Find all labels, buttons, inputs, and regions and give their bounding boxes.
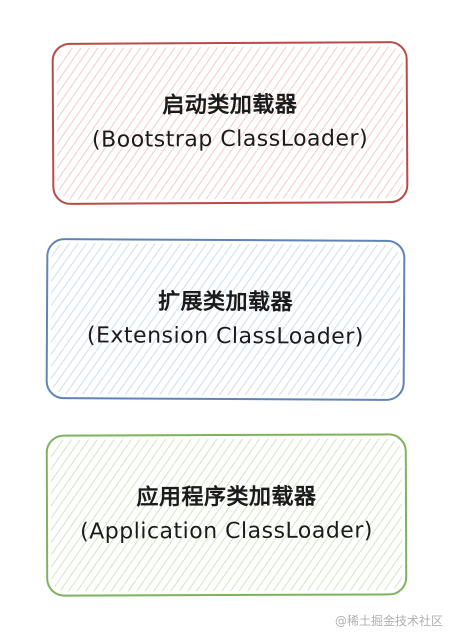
extension-classloader-box: 扩展类加载器 (Extension ClassLoader)	[45, 238, 406, 401]
box-subtitle: (Application ClassLoader)	[80, 518, 374, 545]
box-subtitle: (Bootstrap ClassLoader)	[91, 126, 369, 153]
application-classloader-box: 应用程序类加载器 (Application ClassLoader)	[45, 433, 408, 597]
box-title: 应用程序类加载器	[136, 484, 317, 511]
box-title: 扩展类加载器	[158, 289, 294, 315]
watermark-text: @稀土掘金技术社区	[334, 614, 443, 628]
box-subtitle: (Extension ClassLoader)	[86, 322, 364, 350]
box-title: 启动类加载器	[162, 92, 298, 119]
bootstrap-classloader-box: 启动类加载器 (Bootstrap ClassLoader)	[51, 41, 409, 205]
